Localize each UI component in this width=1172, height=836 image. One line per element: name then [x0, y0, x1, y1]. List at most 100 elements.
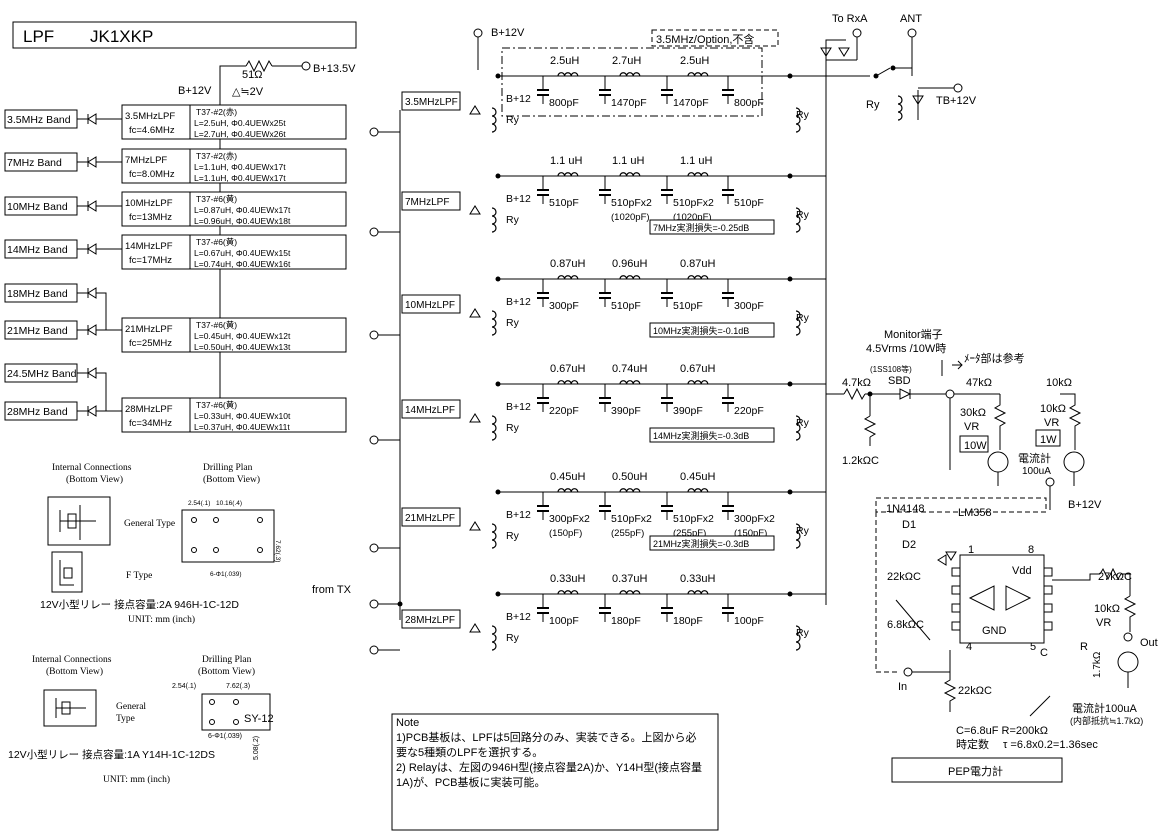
lpf-input-terminal-icon [369, 127, 379, 137]
lpf-name-box [401, 609, 461, 629]
relay-ry-label: Ry [866, 99, 880, 111]
relay1-drill-title: Drilling Plan [203, 463, 253, 473]
pep-r68k-label: 6.8kΩC [887, 619, 924, 631]
band-row: 18MHz Band [4, 283, 122, 331]
lpf-spec-l1: L=0.67uH, Φ0.4UEWx15t [194, 248, 291, 258]
lpf-inductor-label: 0.45uH [680, 471, 716, 483]
note-line-2: 要な5種類のLPFを選択する。 [396, 745, 543, 759]
lpf-inductor-icon [687, 488, 709, 493]
relay1-general-label: General Type [124, 519, 175, 529]
r47k-a-label: 4.7kΩ [842, 377, 871, 389]
relay2-drill-title: Drilling Plan [202, 655, 252, 665]
pep-r22k-b-label: 22kΩC [958, 685, 992, 697]
lpf-relay-coil-out-icon [795, 415, 801, 441]
lpf-capacitor-sub-label: (1020pF) [611, 212, 650, 223]
lpf-spec-core: T37-#6(黄) [196, 194, 237, 204]
note-title: Note [396, 717, 419, 729]
lpf-capacitor-sub-label: (150pF) [734, 528, 767, 539]
pep-d1-diode-icon [945, 551, 957, 561]
pep-pin5-label: 5 [1030, 641, 1036, 653]
range-10w-label: 10W [964, 440, 987, 452]
band-label: 18MHz Band [7, 288, 68, 300]
pep-pin1-label: 1 [968, 544, 974, 556]
ammeter-10w-icon [987, 451, 1009, 473]
band-diode-icon [87, 367, 97, 379]
lpf-spec-l1: L=0.45uH, Φ0.4UEWx12t [194, 331, 291, 341]
relay1-drill-sub: (Bottom View) [203, 474, 260, 485]
lpf-capacitor-label: 100pF [549, 615, 579, 627]
relay2-general-label: General [116, 702, 146, 712]
lpf-spec-l2: L=0.37uH, Φ0.4UEWx11t [194, 422, 290, 432]
lpf-input-terminal-icon [369, 645, 379, 655]
lpf-inductor-icon [687, 590, 709, 595]
r30k-label: 30kΩ [960, 407, 986, 419]
lpf-loss-label: 14MHz実測損失=-0.3dB [653, 430, 749, 441]
lpf-inductor-icon [687, 72, 709, 77]
relay1-unit: UNIT: mm (inch) [128, 614, 195, 625]
lpf-capacitor-label: 390pF [611, 405, 641, 417]
lpf-spec-l2: L=1.1uH, Φ0.4UEWx17t [194, 173, 286, 183]
lpf-capacitor-label: 1470pF [673, 97, 709, 109]
lpf-relay-coil-icon [491, 207, 497, 233]
lpf-b12-label: B+12 [506, 611, 531, 623]
sbd-label: SBD [888, 375, 911, 387]
relay1-ftype-label: F Type [126, 571, 152, 581]
lpf-spec-box [121, 317, 347, 353]
lpf-relay-coil-out-icon [795, 523, 801, 549]
option-label: 3.5MHz/Option,不含 [656, 32, 754, 46]
lpf-inductor-icon [619, 590, 641, 595]
pep-cval-label: C=6.8uF R=200kΩ [956, 725, 1048, 737]
lpf-spec-name: 3.5MHzLPF [125, 111, 175, 122]
vr2-label: VR [1044, 417, 1059, 429]
terminal-b12v-icon [473, 28, 483, 38]
band-label: 7MHz Band [7, 157, 62, 169]
pep-out-label: Out [1140, 637, 1158, 649]
lpf-loss-label: 21MHz実測損失=-0.3dB [653, 538, 749, 549]
lpf-inductor-icon [687, 172, 709, 177]
band-diode-icon [87, 243, 97, 255]
lpf-name-box [401, 507, 461, 527]
lpf-inductor-label: 1.1 uH [680, 155, 712, 167]
band-label: 14MHz Band [7, 244, 68, 256]
pep-vr-icon [1123, 595, 1137, 632]
lpf-capacitor-label: 300pF [549, 300, 579, 312]
lpf-ry-label: Ry [506, 317, 520, 329]
lpf-capacitor-label: 180pF [611, 615, 641, 627]
relay1-general-pinout-icon [47, 496, 111, 546]
lpf-ry-label: Ry [506, 530, 520, 542]
band-label: 3.5MHz Band [7, 114, 71, 126]
lpf-ry-label: Ry [506, 422, 520, 434]
relay1-drill-outline-icon [181, 509, 275, 563]
lpf-inductor-icon [687, 380, 709, 385]
main-bus: B+12V 3.5MHz/Option,不含 from TX To RxA AN… [312, 13, 977, 620]
lpf-spec-l2: L=0.74uH, Φ0.4UEWx16t [194, 259, 291, 269]
relay1-dim2: 10.16(.4) [216, 500, 242, 507]
lpf-capacitor-sub-label: (150pF) [549, 528, 582, 539]
lpf-inductor-label: 0.67uH [550, 363, 586, 375]
sbd-diode-icon [899, 388, 912, 400]
pep-in-label: In [898, 681, 907, 693]
diode-rx-b-icon [838, 47, 850, 57]
lpf-relay-diode-icon [469, 623, 481, 633]
lpf-spec-core: T37-#6(黄) [196, 320, 237, 330]
range-1w-box [1035, 429, 1061, 447]
lpf-capacitor-label: 1470pF [611, 97, 647, 109]
lpf-inductor-icon [557, 380, 579, 385]
lpf-inductor-icon [619, 72, 641, 77]
pep-r17k-label: 1.7kΩ [1092, 651, 1103, 678]
supply-r51-label: 51Ω [242, 69, 262, 81]
lpf-relay-coil-icon [491, 625, 497, 651]
lpf-inductor-icon [557, 172, 579, 177]
lpf-capacitor-label: 510pFx2 [611, 197, 652, 209]
relay2-pinout-icon [43, 689, 97, 727]
vr-label: VR [964, 421, 979, 433]
tb12v-label: TB+12V [936, 95, 977, 107]
monitor-label: Monitor端子 [884, 328, 943, 341]
pep-d2-diode-icon [937, 554, 947, 566]
lpf-relay-coil-icon [491, 310, 497, 336]
